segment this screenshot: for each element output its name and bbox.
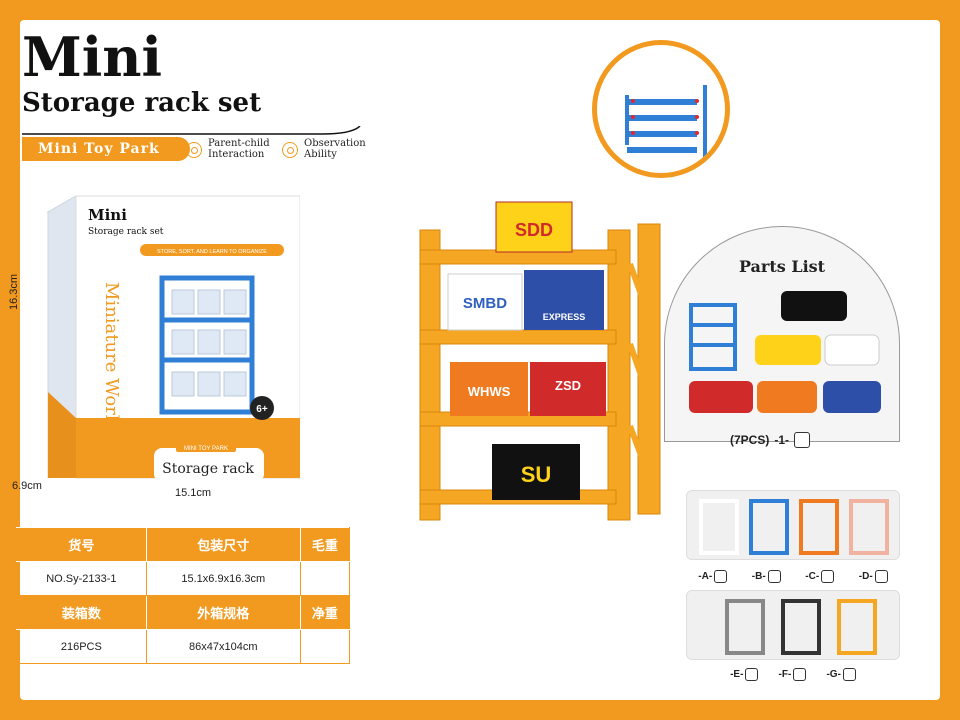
variant-label-d: -D- [858, 571, 873, 582]
variant-label-e: -E- [730, 669, 744, 680]
table-row: 216PCS 86x47x104cm [16, 629, 351, 664]
box-label-sdd: SDD [515, 220, 553, 240]
page-subtitle: Storage rack set [22, 88, 262, 118]
parts-list-title: Parts List [738, 257, 826, 276]
spec-header-package-size: 包装尺寸 [145, 527, 301, 562]
box-label-zsd: ZSD [555, 378, 581, 393]
svg-text:Mini: Mini [88, 206, 127, 224]
spec-header-net-weight: 净重 [299, 595, 351, 630]
package-box-illustration: Mini Storage rack set STORE, SORT, AND L… [46, 195, 300, 482]
variant-a-checkbox[interactable] [714, 570, 728, 583]
table-row: NO.Sy-2133-1 15.1x6.9x16.3cm [16, 561, 351, 596]
spec-table: 货号 包装尺寸 毛重 NO.Sy-2133-1 15.1x6.9x16.3cm … [16, 527, 351, 664]
box-label-express: EXPRESS [543, 312, 586, 322]
blue-rack-detail [625, 85, 707, 157]
spec-item-no: NO.Sy-2133-1 [16, 561, 147, 596]
variants-labels-1: -A- -B- -C- -D- [686, 570, 900, 583]
variant-b-checkbox[interactable] [767, 570, 781, 583]
variant-d-checkbox[interactable] [874, 570, 888, 583]
box-slogan: STORE, SORT, AND LEARN TO ORGANIZE [157, 249, 267, 255]
parts-illustration [689, 291, 881, 413]
spec-net-weight [299, 629, 351, 664]
variant-g-checkbox[interactable] [842, 668, 856, 681]
box-label-whws: WHWS [468, 384, 511, 399]
table-row: 装箱数 外箱规格 净重 [16, 595, 351, 630]
table-row: 货号 包装尺寸 毛重 [16, 527, 351, 562]
feature-label: Observation Ability [304, 138, 366, 160]
box-label-smbd: SMBD [463, 295, 507, 312]
spec-header-qty: 装箱数 [16, 595, 147, 630]
spec-header-gross-weight: 毛重 [299, 527, 351, 562]
variant-label-g: -G- [826, 669, 841, 680]
dimension-height: 16.3cm [8, 273, 20, 310]
box-label-su: SU [521, 462, 552, 487]
svg-text:Storage rack set: Storage rack set [88, 227, 164, 237]
parts-checkbox[interactable] [794, 432, 811, 448]
variant-label-f: -F- [778, 669, 792, 680]
variant-e-checkbox[interactable] [745, 668, 759, 681]
product-rack-illustration: SDD SMBD EXPRESS WHWS ZSD SU [419, 201, 661, 521]
spec-header-carton: 外箱规格 [145, 595, 301, 630]
observation-icon [282, 141, 298, 158]
parts-count: (7PCS) -1- [730, 432, 811, 448]
parts-number: -1- [774, 433, 790, 447]
dimension-width: 15.1cm [175, 487, 212, 499]
spec-gross-weight [299, 561, 351, 596]
variants-row-1 [686, 490, 900, 560]
spec-header-item-no: 货号 [16, 527, 147, 562]
parts-list-panel: Parts List [664, 226, 900, 442]
variant-label-a: -A- [698, 571, 713, 582]
dimension-depth: 6.9cm [12, 480, 42, 492]
parts-count-label: (7PCS) [730, 433, 770, 447]
variant-label-c: -C- [805, 571, 820, 582]
variant-label-b: -B- [751, 571, 766, 582]
feature-observation: Observation Ability [282, 138, 366, 160]
title-underline [22, 126, 361, 135]
detail-circle [592, 40, 730, 178]
svg-text:6+: 6+ [256, 404, 268, 415]
svg-text:Storage rack: Storage rack [162, 461, 254, 477]
feature-label: Parent-child Interaction [208, 138, 270, 160]
feature-parent-child: Parent-child Interaction [186, 138, 274, 160]
spec-carton: 86x47x104cm [145, 629, 301, 664]
svg-text:Miniature World: Miniature World [101, 282, 122, 432]
variants-row-2 [686, 590, 900, 660]
spec-package-size: 15.1x6.9x16.3cm [145, 561, 301, 596]
series-tag: Mini Toy Park [22, 137, 190, 161]
variants-labels-2: -E- -F- -G- [686, 668, 900, 681]
page-title: Mini [22, 25, 163, 89]
spec-qty: 216PCS [16, 629, 147, 664]
svg-text:MINI TOY PARK: MINI TOY PARK [184, 446, 228, 452]
parent-child-icon [186, 141, 202, 158]
variant-c-checkbox[interactable] [821, 570, 835, 583]
variant-f-checkbox[interactable] [793, 668, 807, 681]
